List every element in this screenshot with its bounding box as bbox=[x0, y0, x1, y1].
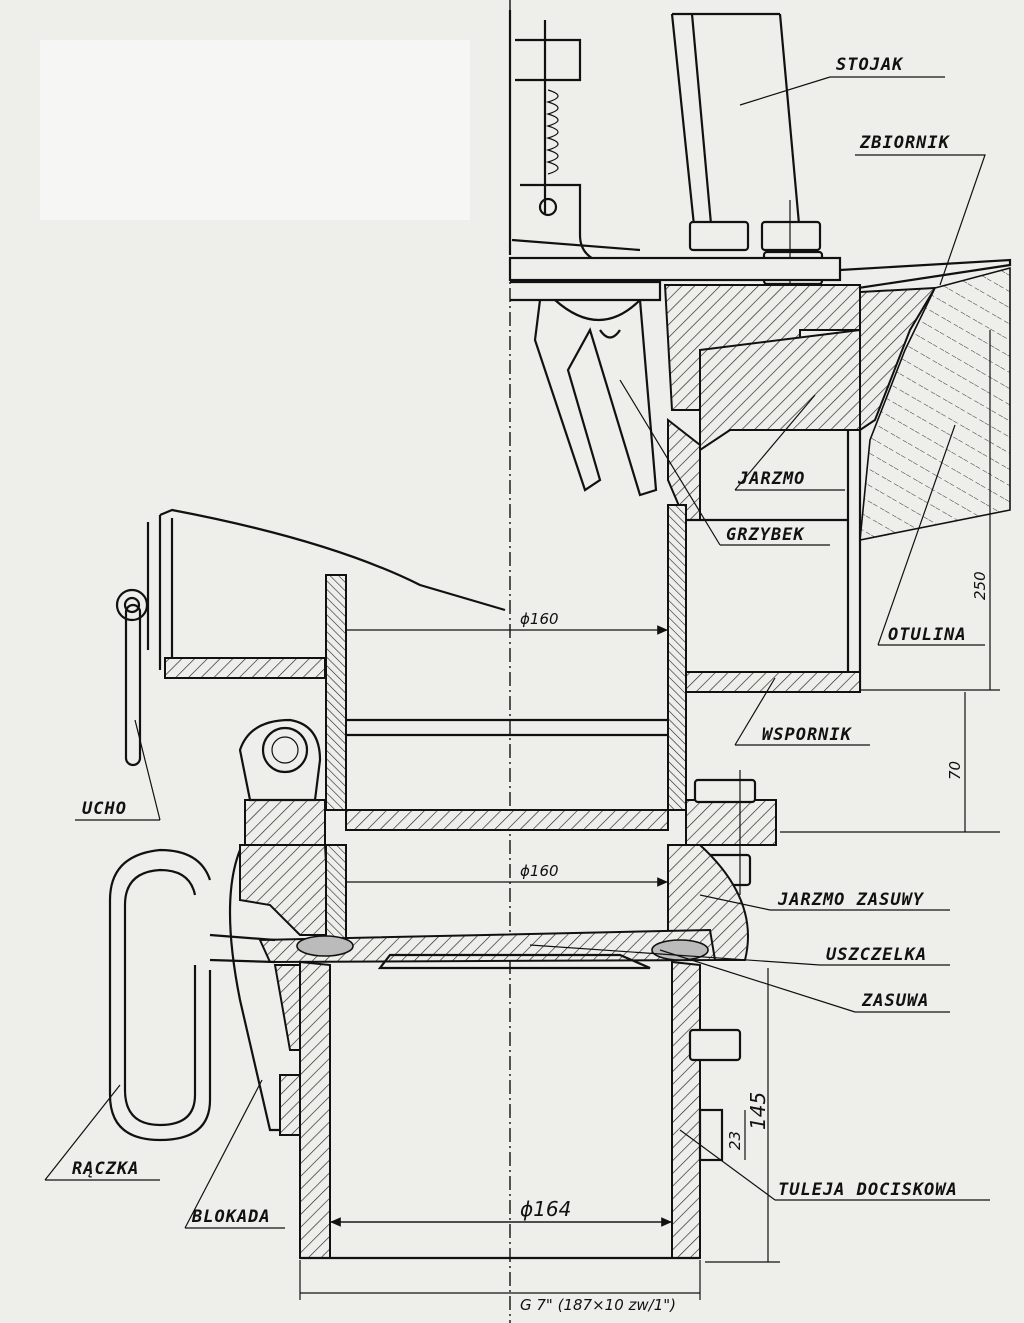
dim-145: 145 bbox=[746, 1092, 770, 1130]
label-jarzmo-zasuwy: JARZMO ZASUWY bbox=[777, 890, 925, 910]
lock-blokada bbox=[228, 849, 307, 1136]
dim-d160-mid: ϕ160 bbox=[520, 862, 559, 880]
label-blokada: BLOKADA bbox=[191, 1207, 271, 1227]
label-ucho: UCHO bbox=[82, 799, 127, 819]
label-raczka: RĄCZKA bbox=[72, 1159, 139, 1179]
dim-d164: ϕ164 bbox=[520, 1197, 571, 1221]
tank-zbiornik bbox=[846, 266, 1011, 690]
label-uszczelka: USZCZELKA bbox=[826, 945, 927, 965]
poppet-grzybek bbox=[533, 299, 658, 497]
lever-cam bbox=[238, 718, 322, 802]
funnel bbox=[158, 508, 668, 811]
label-zbiornik: ZBIORNIK bbox=[859, 133, 951, 153]
label-otulina: OTULINA bbox=[888, 625, 967, 645]
ear-ucho bbox=[115, 522, 150, 767]
valve-stem-assembly bbox=[508, 10, 641, 264]
label-grzybek: GRZYBEK bbox=[726, 525, 805, 545]
upper-pipe bbox=[667, 504, 861, 811]
dim-d160-top: ϕ160 bbox=[520, 610, 559, 628]
yoke-jarzmo bbox=[663, 284, 861, 521]
gate-zasuwa bbox=[258, 928, 717, 970]
label-stojak: STOJAK bbox=[836, 55, 904, 75]
dim-250: 250 bbox=[971, 571, 989, 600]
mid-flange bbox=[244, 770, 777, 895]
label-zasuwa: ZASUWA bbox=[861, 991, 929, 1011]
dimension-lines bbox=[299, 330, 1000, 1300]
dim-thread: G 7" (187×10 zw/1") bbox=[520, 1296, 676, 1314]
leader-lines bbox=[44, 76, 990, 1229]
label-wspornik: WSPORNIK bbox=[762, 725, 853, 745]
lower-sleeve bbox=[299, 960, 742, 1260]
label-tuleja: TULEJA DOCISKOWA bbox=[778, 1180, 958, 1200]
dim-23: 23 bbox=[726, 1131, 744, 1150]
handle-raczka bbox=[108, 848, 276, 1142]
faded-area bbox=[40, 40, 470, 220]
label-jarzmo: JARZMO bbox=[737, 469, 805, 489]
dim-70: 70 bbox=[946, 761, 964, 780]
top-plate bbox=[508, 256, 1012, 302]
